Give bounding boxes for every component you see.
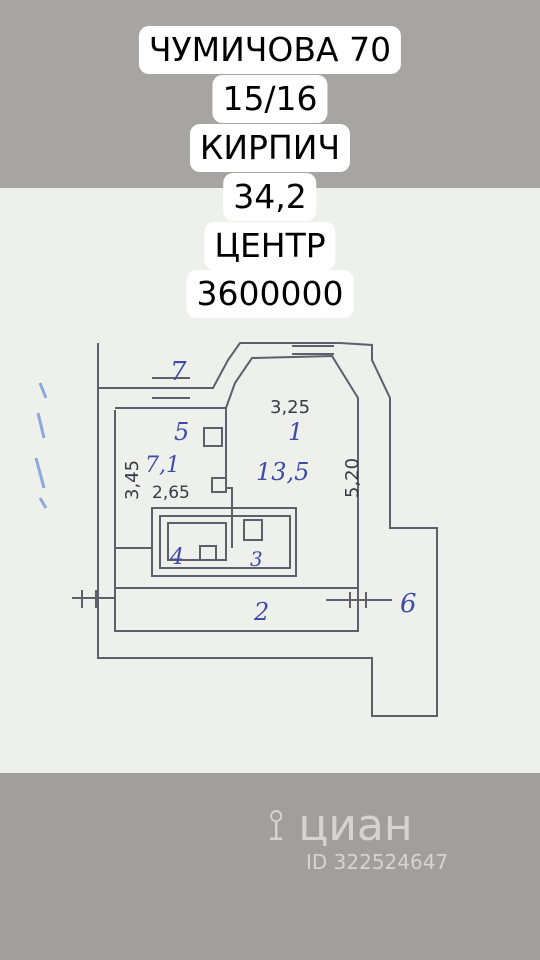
plan-sink [199, 545, 217, 561]
floor-plan: 7 5 7,1 1 13,5 4 3 2 6 3,25 2,65 3,45 5,… [34, 342, 438, 717]
plan-bathroom-inner [159, 515, 291, 569]
watermark-id: ID 322524647 [306, 850, 449, 874]
room-5-area: 7,1 [145, 453, 180, 478]
plan-door-ticks [72, 590, 116, 608]
dim-2-65: 2,65 [152, 483, 190, 503]
room-4-number: 4 [169, 545, 184, 570]
room-5-number: 5 [174, 418, 189, 446]
plan-box [211, 477, 227, 493]
room-1-area: 13,5 [256, 458, 309, 486]
pen-marks [34, 382, 48, 509]
plan-bathroom [151, 507, 297, 577]
material-label: КИРПИЧ [189, 124, 351, 172]
photo-background-bottom [0, 773, 540, 960]
watermark-brand: циан [298, 800, 413, 851]
plan-outer-wall [97, 342, 438, 717]
dim-5-20: 5,20 [342, 458, 363, 498]
watermark-icon: ⟟ [268, 800, 285, 851]
floor-label: 15/16 [212, 75, 328, 123]
plan-partition [225, 408, 233, 508]
room-7-number: 7 [170, 357, 187, 387]
plan-inner-wall [114, 354, 359, 632]
plan-door-ticks [326, 592, 392, 608]
district-label: ЦЕНТР [204, 222, 336, 270]
room-1-number: 1 [288, 418, 303, 446]
price-label: 3600000 [186, 270, 354, 318]
plan-stove [203, 427, 223, 447]
dim-3-25: 3,25 [270, 397, 310, 418]
plan-window [152, 377, 190, 399]
watermark-logo: ⟟ циан [268, 800, 413, 851]
room-3-number: 3 [250, 547, 263, 571]
plan-window [292, 345, 334, 355]
address-label: ЧУМИЧОВА 70 [138, 26, 402, 74]
room-2-number: 2 [253, 598, 269, 626]
plan-bathtub [167, 522, 227, 561]
dim-3-45: 3,45 [122, 460, 143, 500]
area-label: 34,2 [223, 173, 317, 221]
plan-toilet [243, 519, 263, 541]
room-6-number: 6 [400, 589, 417, 619]
